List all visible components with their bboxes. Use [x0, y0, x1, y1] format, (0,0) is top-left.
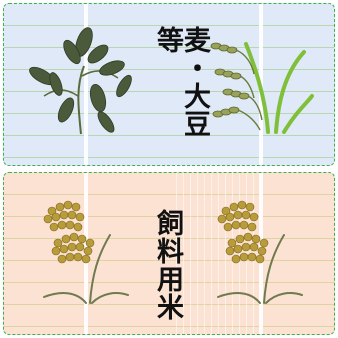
rice-plant-icon — [217, 200, 303, 304]
soybean-plant-icon — [29, 27, 132, 135]
crop-category-panel-wheat-soybean[interactable]: 麦・大豆等 — [3, 3, 335, 166]
wheat-icon — [210, 42, 314, 134]
rice-plant-icon — [43, 200, 129, 304]
divider — [84, 4, 88, 165]
category-label: 飼料用米 — [152, 209, 183, 321]
category-label: 麦・大豆等 — [152, 26, 210, 138]
stripe-pattern — [170, 173, 262, 334]
crop-category-panel-feed-rice[interactable]: 飼料用米 — [3, 172, 335, 335]
